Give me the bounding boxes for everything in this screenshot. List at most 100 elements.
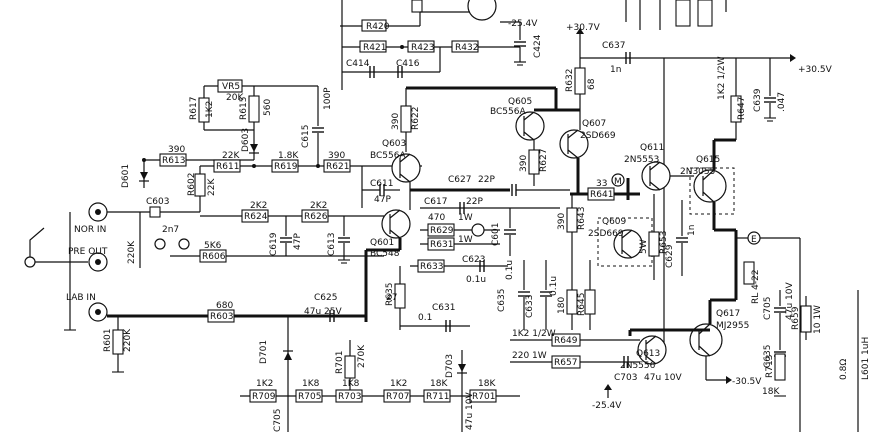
resistor-r632 <box>574 67 586 95</box>
transistor-q611 <box>641 161 671 191</box>
resistor-r641 <box>587 187 615 201</box>
q603-type: BC556A <box>370 151 406 161</box>
q613-type: 2N5556 <box>620 361 656 371</box>
resistor-r611 <box>213 159 241 173</box>
c705-value: 47u 10V <box>465 392 475 430</box>
resistor-r615 <box>248 95 260 123</box>
transistor-q609 <box>613 229 643 259</box>
r601-value: 220K <box>123 328 133 352</box>
resistor-r643 <box>566 207 578 233</box>
rail-pos-right: +30.5V <box>798 65 833 75</box>
c601-label: C603 <box>146 197 169 207</box>
vr5-label: VR5 <box>222 82 240 92</box>
rail-pos-upper: +30.7V <box>566 23 601 33</box>
r603-value: 680 <box>216 301 233 311</box>
resistor-r649 <box>551 355 581 369</box>
c617-label: C601 <box>491 223 501 246</box>
r645-value: 180 <box>557 297 567 314</box>
r633-label: R633 <box>420 262 443 272</box>
r423-label: R423 <box>411 43 434 53</box>
c623-value: 0.1u <box>549 276 559 296</box>
r615-value: 560 <box>263 99 273 116</box>
top-transistor <box>467 0 497 21</box>
c631-value: 1n <box>687 225 697 236</box>
r615-label: R615 <box>239 97 249 120</box>
transistor-q605 <box>515 111 545 141</box>
resistor-r711 <box>469 389 497 403</box>
q603-stage: 390 R622 Q603 BC556A C611 47P <box>361 86 556 210</box>
c629-value: 47u 10V <box>644 373 682 383</box>
rail-neg-bottom: -25.4V <box>592 401 622 411</box>
q613-label: Q613 <box>636 349 660 359</box>
r631-value: 1W <box>458 213 473 223</box>
resistor-r619 <box>271 159 299 173</box>
resistor-r703 <box>383 389 411 403</box>
q603-label: Q603 <box>382 139 406 149</box>
resistor-r603 <box>207 309 235 323</box>
r707-value: 18K <box>430 379 448 389</box>
c621-label: C631 <box>432 303 455 313</box>
r659-value: 18K <box>762 387 780 397</box>
q617-type: MJ2955 <box>716 321 749 331</box>
c613-label: C625 <box>314 293 337 303</box>
q609-type: 2SD669 <box>588 229 624 239</box>
resistor-r432 <box>451 40 479 53</box>
test-point-m <box>611 173 625 187</box>
vr5 <box>217 79 243 93</box>
r641-value: 33 <box>596 179 607 189</box>
r602-label: R602 <box>187 173 197 196</box>
r629-label: R629 <box>430 226 454 236</box>
c635-label: C705 <box>763 297 773 320</box>
resistor-r709 <box>295 389 323 403</box>
q605-q607-stage: Q605 BC556A Q607 2SD669 R632 68 390 R627 <box>490 58 628 196</box>
resistor-r705 <box>335 389 363 403</box>
r621-label: R621 <box>326 162 349 172</box>
transistor-q601 <box>381 209 411 239</box>
d603-label: D603 <box>241 128 251 152</box>
r703-label: R707 <box>386 392 409 402</box>
input-section: NOR IN PRE OUT C603 220K LAB IN R601 220… <box>24 197 366 373</box>
diode-d703 <box>458 364 466 372</box>
q605-label: Q605 <box>508 97 532 107</box>
c609-label: C613 <box>327 233 337 256</box>
resistor-r707 <box>423 389 451 403</box>
q611-type: 2N5553 <box>624 155 659 165</box>
r619-label: R619 <box>274 162 298 172</box>
c623-label: C633 <box>525 295 535 318</box>
resistor-r601 <box>112 329 124 355</box>
c615-label: C617 <box>424 197 447 207</box>
resistor-r659 <box>774 353 786 381</box>
resistor-r624 <box>241 209 269 223</box>
transistor-q603 <box>391 153 421 183</box>
r645-label: R645 <box>577 293 587 316</box>
q617-label: Q617 <box>716 309 740 319</box>
nor-in-label: NOR IN <box>74 225 106 235</box>
r701-value: 270K <box>357 344 367 368</box>
rl-label: RL 4-22 <box>751 269 761 304</box>
r657-value: 10 1W <box>813 305 823 334</box>
r421-label: R421 <box>363 43 386 53</box>
resistor-r651 <box>648 231 660 257</box>
r647-label: R649 <box>554 336 578 346</box>
bottom-divider: D701 R701 270K D703 R709 1K2 R705 1K8 R7… <box>240 316 520 432</box>
test-point-e-inline <box>471 223 485 237</box>
diode-d701 <box>284 352 292 360</box>
resistor-r621 <box>323 159 351 173</box>
output-network: E RL 4-22 C705 47u 10V C635 R659 10 1W R… <box>736 231 870 432</box>
c621-value: 0.1 <box>418 313 432 323</box>
q607-type: 2SD669 <box>580 131 616 141</box>
resistor-r626 <box>301 209 329 223</box>
r703-value: 1K2 <box>390 379 407 389</box>
feedback-chain: R613 390 R611 22K R619 1.8K R621 390 D60… <box>121 145 422 212</box>
r631-label: R631 <box>430 240 453 250</box>
r635-label: R635 <box>385 283 395 306</box>
r432-label: R432 <box>455 43 478 53</box>
r657-label: R659 <box>791 306 801 330</box>
q605-type: BC556A <box>490 107 526 117</box>
r653-label: R647 <box>737 97 747 120</box>
c639-value: .047 <box>777 92 787 112</box>
c627-label: C627 <box>448 175 471 185</box>
c416-label: C416 <box>396 59 420 69</box>
tp-m-label: M <box>614 177 622 187</box>
